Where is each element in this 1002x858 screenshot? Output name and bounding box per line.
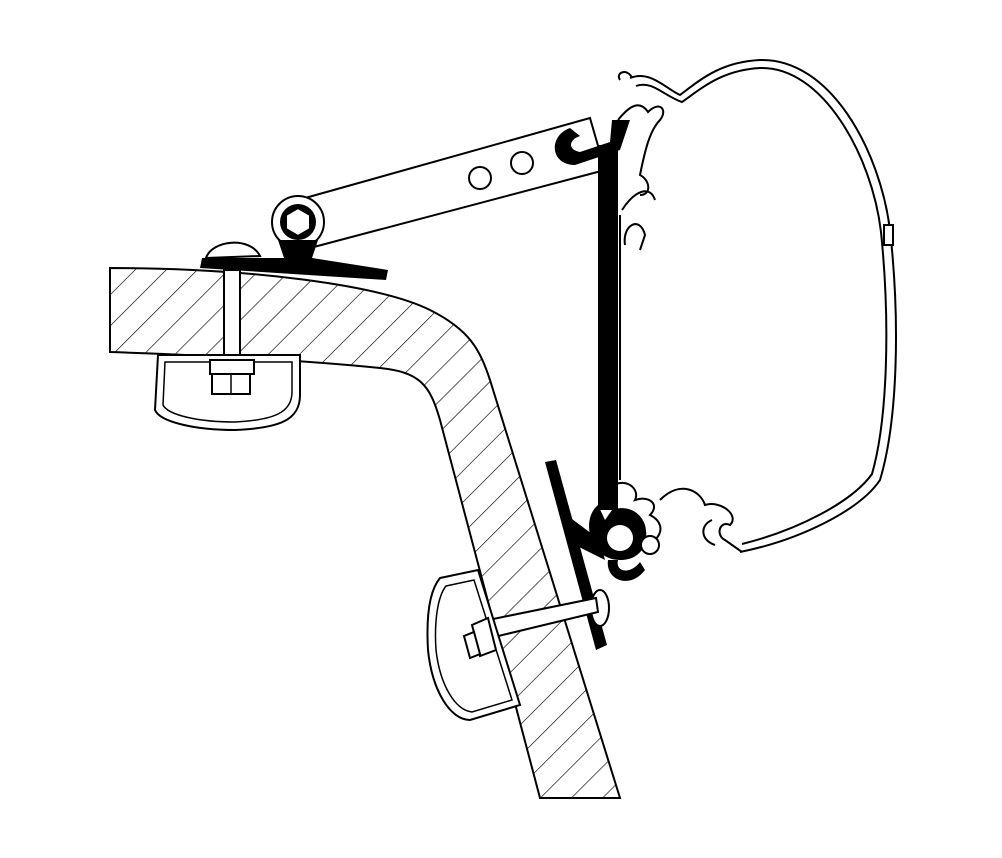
side-clamp (426, 568, 600, 722)
vertical-adapter-rail (554, 120, 647, 581)
roof-clamp (153, 269, 301, 432)
roof-mounting-plate (200, 240, 388, 280)
awning-cassette-profile (613, 58, 897, 555)
arm-hole-icon (468, 166, 492, 190)
mounting-arm (271, 116, 607, 250)
vehicle-wall-section (109, 266, 622, 799)
arm-hole-icon (510, 151, 534, 175)
